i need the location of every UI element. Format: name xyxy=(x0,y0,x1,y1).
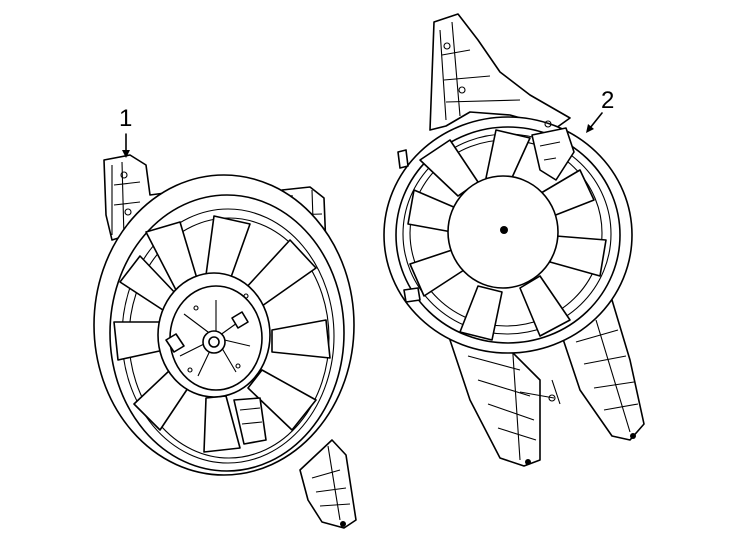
callout-number-1: 1 xyxy=(119,105,133,132)
leader-arrow-1 xyxy=(122,150,130,158)
hub-cooling-fins xyxy=(179,300,251,377)
callout-leaders xyxy=(122,112,603,158)
upper-bracket-arm xyxy=(429,13,571,131)
hub-center-cap xyxy=(202,330,226,354)
hub-center-dot xyxy=(500,226,508,234)
fan-blades xyxy=(113,215,331,453)
fan-assembly-part-1 xyxy=(93,154,357,529)
callout-number-2: 2 xyxy=(601,87,615,114)
fan-assembly-part-2 xyxy=(383,13,645,467)
lower-right-leg xyxy=(559,299,645,441)
leader-line-2 xyxy=(589,112,603,129)
fan-blades xyxy=(407,129,607,341)
leader-arrow-2 xyxy=(586,124,594,133)
lower-bracket xyxy=(299,439,357,529)
